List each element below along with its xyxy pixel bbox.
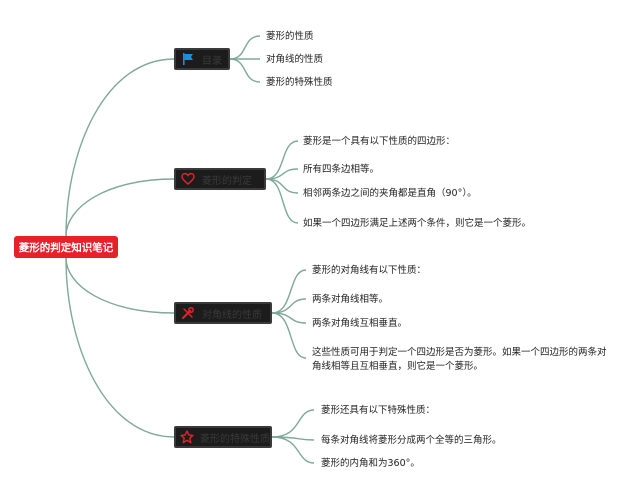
branch-leaf-connector — [271, 269, 307, 314]
leaf-item: 这些性质可用于判定一个四边形是否为菱形。如果一个四边形的两条对角线相等且互相垂直… — [312, 347, 607, 372]
leaf-item: 所有四条边相等。 — [303, 164, 380, 175]
leaf-item: 对角线的性质 — [266, 54, 324, 65]
branch-node-determination[interactable]: 菱形的判定 — [174, 168, 266, 190]
branch-label: 目录 — [202, 55, 222, 67]
branch-node-toc[interactable]: 目录 — [174, 48, 230, 70]
root-node[interactable]: 菱形的判定知识笔记 — [14, 236, 118, 258]
branch-label: 对角线的性质 — [202, 309, 262, 321]
leaf-item: 两条对角线相等。 — [312, 294, 389, 305]
flag-icon — [180, 51, 196, 67]
tools-icon — [180, 305, 196, 321]
leaf-item: 菱形是一个具有以下性质的四边形： — [303, 136, 456, 147]
branch-leaf-connector — [271, 312, 307, 359]
branch-leaf-connector — [265, 178, 299, 194]
branch-leaf-connector — [271, 409, 315, 438]
leaf-item: 菱形还具有以下特殊性质： — [321, 405, 436, 416]
star-icon — [180, 429, 194, 445]
branch-leaf-connector — [265, 178, 299, 224]
branch-leaf-connector — [271, 436, 315, 464]
leaf-item: 菱形的内角和为360°。 — [321, 458, 420, 469]
branch-label: 菱形的特殊性质 — [200, 433, 270, 445]
branch-label: 菱形的判定 — [202, 175, 252, 187]
leaf-item: 菱形的对角线有以下性质： — [312, 265, 427, 276]
root-branch-connector — [65, 58, 175, 237]
heart-icon — [180, 171, 196, 187]
leaf-item: 如果一个四边形满足上述两个条件，则它是一个菱形。 — [303, 218, 532, 229]
branch-node-special[interactable]: 菱形的特殊性质 — [174, 426, 272, 448]
branch-leaf-connector — [229, 35, 261, 60]
branch-leaf-connector — [265, 140, 299, 180]
root-branch-connector — [65, 257, 175, 314]
branch-leaf-connector — [229, 58, 261, 83]
branch-node-diagonals[interactable]: 对角线的性质 — [174, 302, 272, 324]
root-branch-connector — [65, 178, 175, 237]
leaf-item: 菱形的性质 — [266, 31, 314, 42]
leaf-item: 两条对角线互相垂直。 — [312, 318, 408, 329]
leaf-item: 每条对角线将菱形分成两个全等的三角形。 — [321, 435, 502, 446]
leaf-item: 菱形的特殊性质 — [266, 77, 333, 88]
root-branch-connector — [65, 257, 175, 438]
leaf-item: 相邻两条边之间的夹角都是直角（90°）。 — [303, 188, 477, 199]
branch-leaf-connector — [271, 298, 307, 314]
